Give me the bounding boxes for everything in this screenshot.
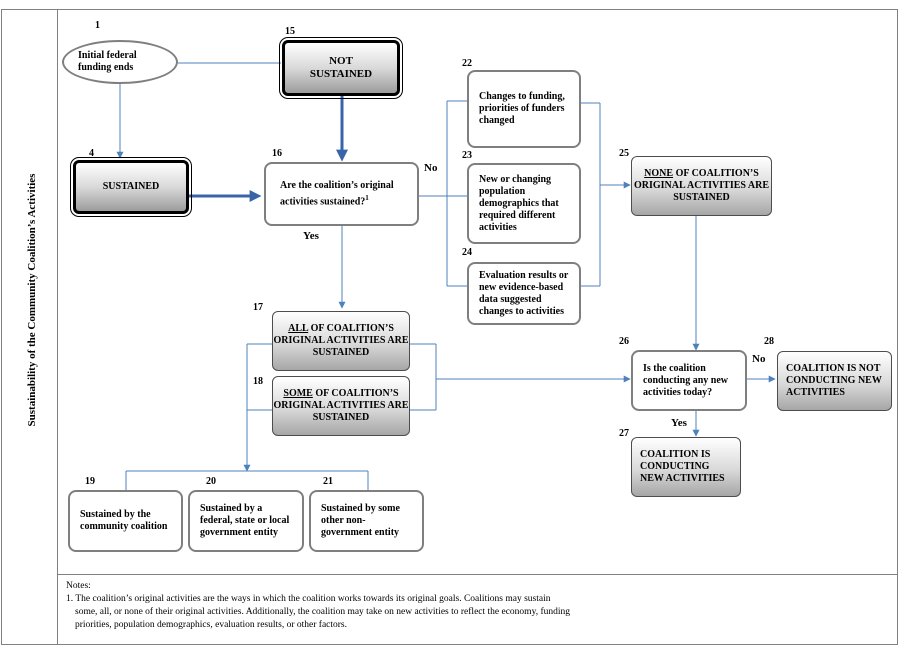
node-18-emphasis: SOME [283,388,313,399]
node-24-label: Evaluation results or new evidence-based… [479,269,569,317]
node-15-number: 15 [285,26,295,37]
node-25-none-sustained: NONE OF COALITION’S ORIGINAL ACTIVITIES … [631,156,772,216]
footnote-marker: 1 [365,193,369,202]
node-23-demographics: New or changing population demographics … [467,163,581,244]
outer-border [1,9,898,645]
node-21-label: Sustained by some other non-government e… [321,503,400,538]
node-22-number: 22 [462,58,472,69]
node-16-label: Are the coalition’s original activities … [280,180,403,208]
sidebar-title-text: Sustainability of the Community Coalitio… [26,173,38,427]
node-16-text: Are the coalition’s original activities … [280,179,394,208]
node-26-label: Is the coalition conducting any new acti… [643,362,729,398]
node-16-number: 16 [272,148,282,159]
node-18-label: SOME OF COALITION’S ORIGINAL ACTIVITIES … [273,388,409,424]
edge-label-yes-16: Yes [303,230,319,242]
edge-label-no-26: No [752,353,766,365]
node-20-government-entity: Sustained by a federal, state or local g… [188,490,304,552]
node-26-decision-new-activities: Is the coalition conducting any new acti… [631,350,747,411]
node-18-number: 18 [253,376,263,387]
node-23-number: 23 [462,150,472,161]
node-17-all-sustained: ALL OF COALITION’S ORIGINAL ACTIVITIES A… [272,311,410,371]
node-17-emphasis: ALL [288,323,309,334]
notes-line-3: priorities, population demographics, eva… [75,620,347,630]
node-1-label: Initial federal funding ends [78,50,137,73]
node-22-funding-changes: Changes to funding, priorities of funder… [467,70,581,148]
node-20-number: 20 [206,476,216,487]
node-27-number: 27 [619,428,629,439]
node-19-label: Sustained by the community coalition [80,509,168,532]
node-1-initial-funding-ends: Initial federal funding ends [62,40,178,84]
node-18-text: OF COALITION’S ORIGINAL ACTIVITIES ARE S… [273,388,409,423]
node-15-label: NOT SUSTAINED [309,55,373,80]
notes-line-1: 1. The coalition’s original activities a… [66,594,551,604]
node-19-community-coalition: Sustained by the community coalition [68,490,183,552]
node-25-label: NONE OF COALITION’S ORIGINAL ACTIVITIES … [632,168,771,204]
notes-section: Notes: 1. The coalition’s original activ… [66,580,896,632]
node-23-label: New or changing population demographics … [479,173,559,233]
node-19-number: 19 [85,476,95,487]
node-17-label: ALL OF COALITION’S ORIGINAL ACTIVITIES A… [273,323,409,359]
node-20-label: Sustained by a federal, state or local g… [200,503,290,538]
node-28-label: COALITION IS NOT CONDUCTING NEW ACTIVITI… [786,363,882,398]
node-28-number: 28 [764,336,774,347]
node-17-number: 17 [253,302,263,313]
node-4-label: SUSTAINED [102,181,160,192]
node-16-decision-sustained: Are the coalition’s original activities … [264,162,419,226]
edge-label-yes-26: Yes [671,417,687,429]
node-17-text: OF COALITION’S ORIGINAL ACTIVITIES ARE S… [273,323,409,358]
node-21-number: 21 [323,476,333,487]
node-15-not-sustained: NOT SUSTAINED [279,37,403,99]
node-4-number: 4 [89,148,94,159]
node-18-some-sustained: SOME OF COALITION’S ORIGINAL ACTIVITIES … [272,376,410,436]
node-24-number: 24 [462,247,472,258]
node-4-sustained: SUSTAINED [70,157,192,217]
edge-label-no-16: No [424,162,438,174]
node-24-evaluation-results: Evaluation results or new evidence-based… [467,262,581,325]
node-25-text: OF COALITION’S ORIGINAL ACTIVITIES ARE S… [633,168,770,203]
node-26-number: 26 [619,336,629,347]
node-25-number: 25 [619,148,629,159]
node-21-non-government-entity: Sustained by some other non-government e… [309,490,424,552]
node-22-label: Changes to funding, priorities of funder… [479,91,565,126]
node-27-conducting: COALITION IS CONDUCTING NEW ACTIVITIES [631,437,741,497]
node-27-label: COALITION IS CONDUCTING NEW ACTIVITIES [640,449,725,484]
node-28-not-conducting: COALITION IS NOT CONDUCTING NEW ACTIVITI… [777,351,892,411]
node-25-emphasis: NONE [644,168,674,179]
notes-heading: Notes: [66,581,91,591]
notes-line-2: some, all, or none of their original act… [75,607,571,617]
node-1-number: 1 [95,20,100,31]
